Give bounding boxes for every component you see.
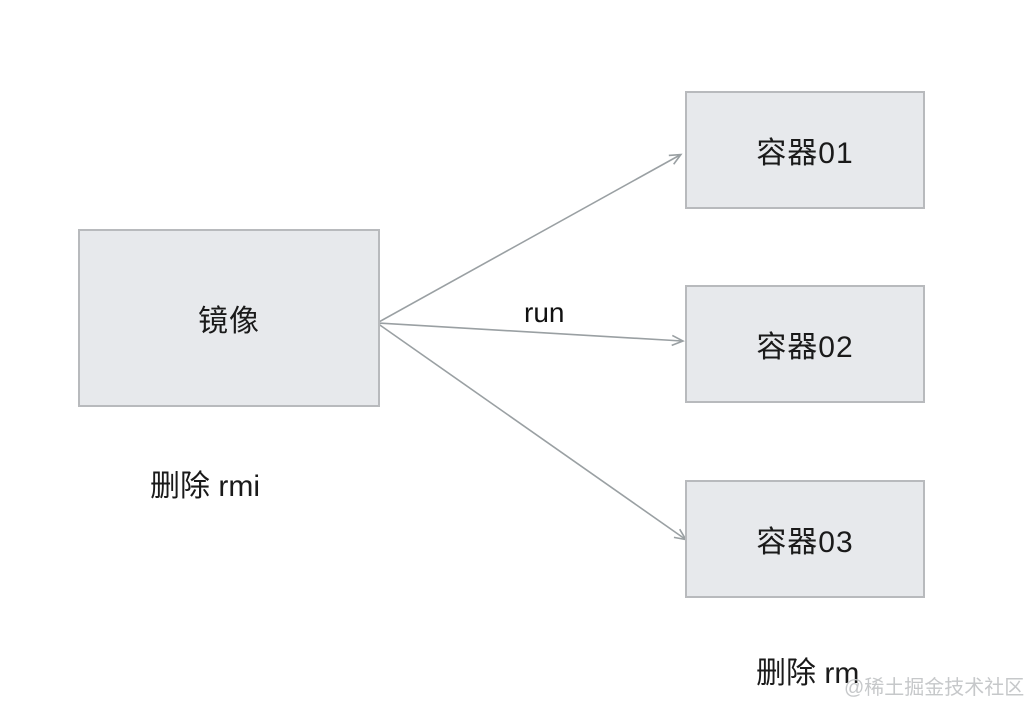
image-node-label: 镜像 (198, 305, 260, 338)
container01-node: 容器01 (685, 91, 925, 209)
container03-node-label: 容器03 (756, 526, 854, 559)
edge-image-to-container01 (376, 153, 683, 324)
edge-image-to-container02 (376, 322, 685, 347)
delete-rm-caption: 删除 rm (756, 657, 860, 690)
container01-node-label: 容器01 (756, 137, 854, 170)
delete-rmi-caption: 删除 rmi (150, 470, 260, 503)
container02-node-label: 容器02 (756, 331, 854, 364)
juejin-watermark: @稀土掘金技术社区 (844, 677, 1025, 699)
image-node: 镜像 (78, 229, 380, 407)
container03-node: 容器03 (685, 480, 925, 598)
container02-node: 容器02 (685, 285, 925, 403)
run-edge-label: run (524, 297, 565, 328)
edge-image-to-container03 (376, 322, 688, 541)
